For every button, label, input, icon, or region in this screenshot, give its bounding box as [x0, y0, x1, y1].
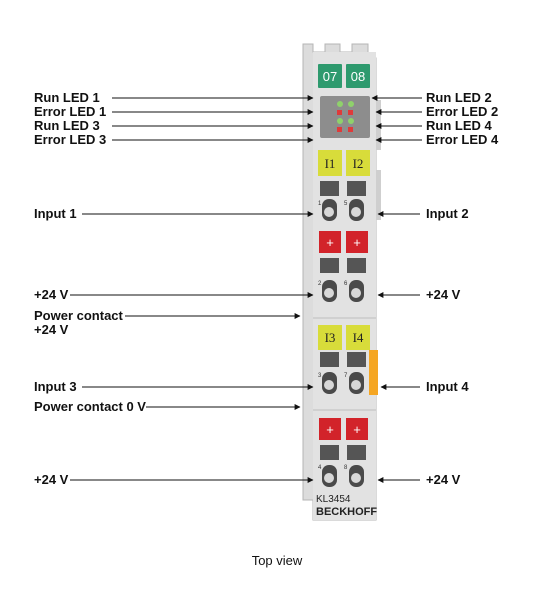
red-markers-2: + + — [319, 418, 368, 440]
label-input-3: Input 3 — [34, 379, 77, 394]
channel-label-i4: I4 — [353, 330, 364, 345]
label-plus24v-r2: +24 V — [426, 472, 461, 487]
label-input-4: Input 4 — [426, 379, 469, 394]
terminal-block-1: 1 5 — [318, 181, 366, 221]
terminal-number: 8 — [344, 465, 348, 471]
channel-label-i3: I3 — [325, 330, 336, 345]
brand-name: BECKHOFF — [316, 506, 377, 518]
terminal-number: 7 — [344, 373, 348, 379]
plus-symbol: + — [326, 235, 334, 250]
plus-symbol: + — [326, 422, 334, 437]
label-07: 07 — [323, 69, 337, 84]
terminal-block-4: 4 8 — [318, 445, 366, 487]
terminal-number: 3 — [318, 373, 322, 379]
terminal-number: 4 — [318, 465, 322, 471]
label-plus24v-r1: +24 V — [426, 287, 461, 302]
label-08: 08 — [351, 69, 365, 84]
plus-symbol: + — [353, 422, 361, 437]
label-power-contact-24v: +24 V — [34, 322, 69, 337]
label-run-led-3: Run LED 3 — [34, 118, 100, 133]
channel-labels-upper: I1 I2 — [318, 150, 370, 176]
channel-label-i2: I2 — [353, 156, 364, 171]
channel-label-i1: I1 — [325, 156, 336, 171]
label-error-led-4: Error LED 4 — [426, 132, 499, 147]
caption: Top view — [251, 553, 303, 568]
label-input-1: Input 1 — [34, 206, 77, 221]
terminal-number: 6 — [344, 281, 348, 287]
top-number-labels: 07 08 — [318, 64, 370, 88]
terminal-number: 2 — [318, 281, 322, 287]
label-plus24v-b: +24 V — [34, 472, 69, 487]
label-error-led-1: Error LED 1 — [34, 104, 107, 119]
callout-arrows — [70, 95, 422, 483]
red-markers-1: + + — [319, 231, 368, 253]
label-run-led-4: Run LED 4 — [426, 118, 492, 133]
led-panel — [320, 96, 370, 138]
terminal-block-2: 2 6 — [318, 258, 366, 302]
terminal-number: 1 — [318, 201, 322, 207]
label-run-led-1: Run LED 1 — [34, 90, 100, 105]
terminal-number: 5 — [344, 201, 348, 207]
label-input-2: Input 2 — [426, 206, 469, 221]
model-name: KL3454 — [316, 494, 351, 505]
orange-tab — [369, 350, 378, 395]
label-power-contact: Power contact — [34, 308, 123, 323]
terminal-block-3: 3 7 — [318, 352, 366, 394]
label-plus24v-a: +24 V — [34, 287, 69, 302]
plus-symbol: + — [353, 235, 361, 250]
label-error-led-3: Error LED 3 — [34, 132, 107, 147]
label-run-led-2: Run LED 2 — [426, 90, 492, 105]
label-error-led-2: Error LED 2 — [426, 104, 499, 119]
channel-labels-lower: I3 I4 — [318, 325, 370, 350]
label-power-contact-0v: Power contact 0 V — [34, 399, 146, 414]
